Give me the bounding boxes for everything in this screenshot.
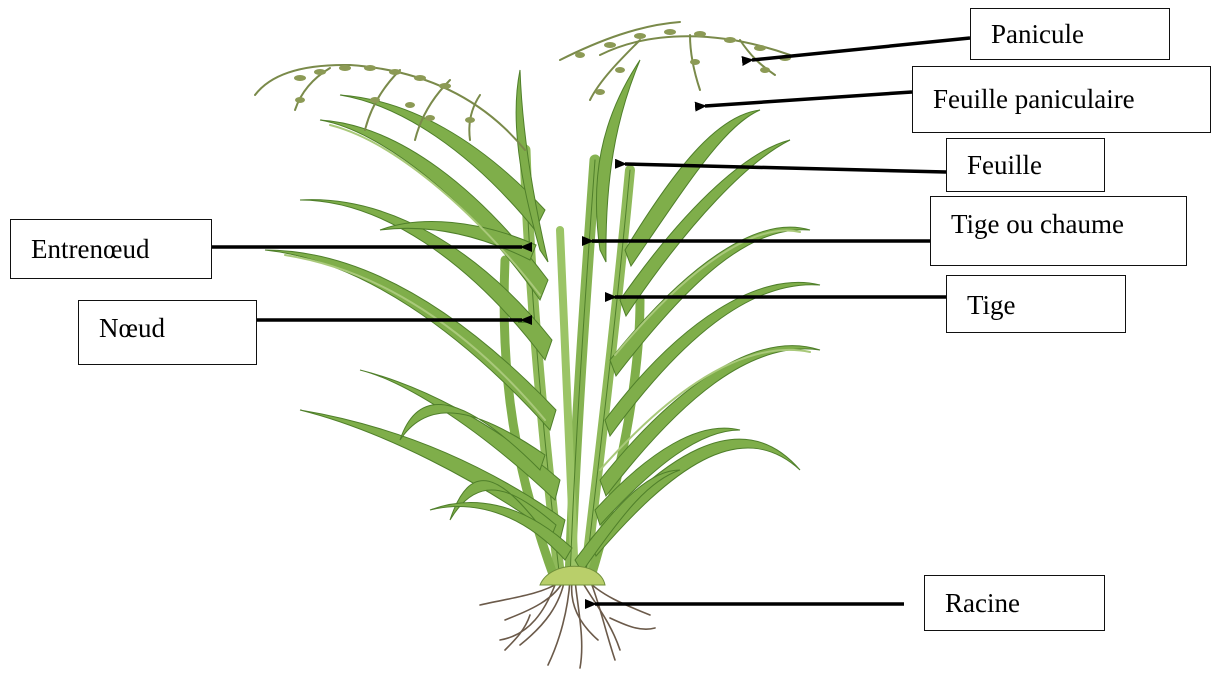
arrow-feuille-paniculaire bbox=[705, 92, 912, 106]
roots bbox=[480, 578, 655, 668]
label-tige-text: Tige bbox=[967, 290, 1016, 321]
label-feuille: Feuille bbox=[946, 138, 1105, 192]
label-entrenoeud: Entrenœud bbox=[10, 219, 212, 279]
panicle-grains bbox=[294, 29, 791, 123]
arrow-feuille bbox=[625, 164, 946, 172]
label-feuille-paniculaire-text: Feuille paniculaire bbox=[933, 84, 1135, 115]
label-racine-text: Racine bbox=[945, 588, 1020, 619]
label-noeud-text: Nœud bbox=[99, 313, 165, 344]
label-racine: Racine bbox=[924, 575, 1105, 631]
label-tige-ou-chaume-text: Tige ou chaume bbox=[951, 209, 1124, 240]
label-panicule: Panicule bbox=[970, 8, 1170, 60]
label-panicule-text: Panicule bbox=[991, 19, 1084, 50]
label-feuille-text: Feuille bbox=[967, 150, 1042, 181]
label-tige-ou-chaume: Tige ou chaume bbox=[930, 196, 1187, 266]
label-noeud: Nœud bbox=[78, 300, 257, 365]
label-tige: Tige bbox=[946, 275, 1126, 333]
label-entrenoeud-text: Entrenœud bbox=[31, 234, 149, 265]
label-feuille-paniculaire: Feuille paniculaire bbox=[912, 66, 1211, 133]
arrow-panicule bbox=[752, 38, 970, 60]
leaves bbox=[265, 60, 820, 572]
